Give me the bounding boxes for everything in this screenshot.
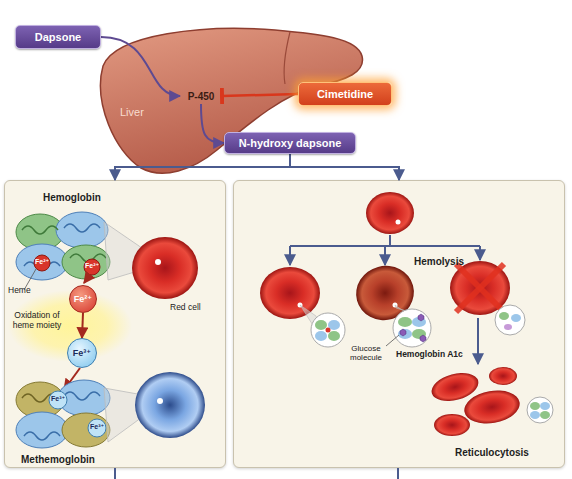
red-cell <box>366 192 414 234</box>
continuation-line <box>114 468 116 479</box>
connector-arrow <box>82 313 83 338</box>
structure-label: Hemoglobin <box>43 192 101 204</box>
cross-mark <box>456 264 504 312</box>
node-text: N-hydroxy dapsone <box>239 137 342 149</box>
metabolite-box: N-hydroxy dapsone <box>224 132 356 154</box>
globin-chain <box>540 411 550 419</box>
globin-fragment <box>504 324 512 330</box>
split-arrow <box>289 246 291 265</box>
globin-chain <box>315 331 327 341</box>
glucose-molecule <box>400 329 406 336</box>
part-label: Glucose molecule <box>343 344 389 362</box>
node-text: Fe³⁺ <box>73 348 91 358</box>
zoom-circle <box>495 305 525 335</box>
zoom-circle <box>393 309 431 347</box>
heme-iron <box>88 419 106 437</box>
flow-arrow <box>477 318 479 364</box>
zoom-circle <box>527 397 553 423</box>
node-text: Cimetidine <box>317 88 373 100</box>
zoom-spot <box>155 259 161 265</box>
methemoglobin-cell <box>135 372 205 438</box>
zoom-spot <box>157 398 163 404</box>
heme-iron <box>49 391 67 409</box>
process-label: Hemolysis <box>414 256 464 268</box>
part-label: Heme <box>8 286 31 296</box>
node-text: Fe²⁺ <box>74 294 92 304</box>
globin-chain <box>56 212 108 248</box>
glucose-molecule <box>420 335 426 342</box>
iron-label: Fe³⁺ <box>90 423 104 431</box>
globin-chain <box>62 413 110 447</box>
zoom-spot <box>396 220 401 225</box>
globin-chain <box>315 320 327 330</box>
globin-chain <box>398 317 412 327</box>
red-cell <box>260 267 320 319</box>
inhibitor-box: Cimetidine <box>298 82 392 106</box>
process-label: Reticulocytosis <box>455 447 529 459</box>
enzyme-label-box: P-450 <box>180 88 222 104</box>
connector-arrow <box>290 154 399 180</box>
node-text: Dapsone <box>35 31 81 43</box>
heme-iron <box>84 259 100 275</box>
helix <box>24 432 60 440</box>
split-arrow <box>479 246 481 260</box>
red-cell <box>132 237 198 299</box>
globin-fragment <box>499 312 509 320</box>
ligament-line <box>284 32 290 84</box>
heme-iron <box>326 328 331 333</box>
organ-label: Liver <box>120 106 144 119</box>
part-label: Hemoglobin A1c <box>396 350 463 360</box>
split-arrow <box>384 246 386 265</box>
iron-label: Fe²⁺ <box>35 258 49 266</box>
heme-iron <box>34 255 50 271</box>
process-note: Oxidation of heme moiety <box>8 311 66 331</box>
globin-chain <box>530 411 540 419</box>
helix <box>22 226 58 234</box>
reticulocyte <box>434 414 470 436</box>
zoom-circle <box>311 313 345 347</box>
iron-circle: Fe³⁺ <box>67 338 97 368</box>
iron-label: Fe²⁺ <box>85 262 99 270</box>
globin-chain <box>540 402 550 410</box>
node-text: P-450 <box>188 91 215 102</box>
globin-chain <box>16 244 68 280</box>
cross-mark <box>456 264 504 312</box>
helix <box>64 224 100 232</box>
part-label: Red cell <box>170 303 201 313</box>
globin-chain <box>530 402 540 410</box>
continuation-line <box>397 468 399 479</box>
structure-label: Methemoglobin <box>21 454 95 466</box>
globin-chain <box>328 331 340 341</box>
reticulocyte <box>489 367 517 385</box>
globin-chain <box>398 329 412 339</box>
glucose-molecule <box>418 314 424 321</box>
globin-chain <box>16 412 68 448</box>
hemolyzed-cell <box>450 261 510 315</box>
iron-circle: Fe²⁺ <box>69 285 97 313</box>
globin-chain <box>62 245 110 279</box>
drug-box: Dapsone <box>15 25 101 49</box>
iron-label: Fe³⁺ <box>51 395 65 403</box>
globin-fragment <box>511 314 521 322</box>
helix <box>64 392 100 400</box>
